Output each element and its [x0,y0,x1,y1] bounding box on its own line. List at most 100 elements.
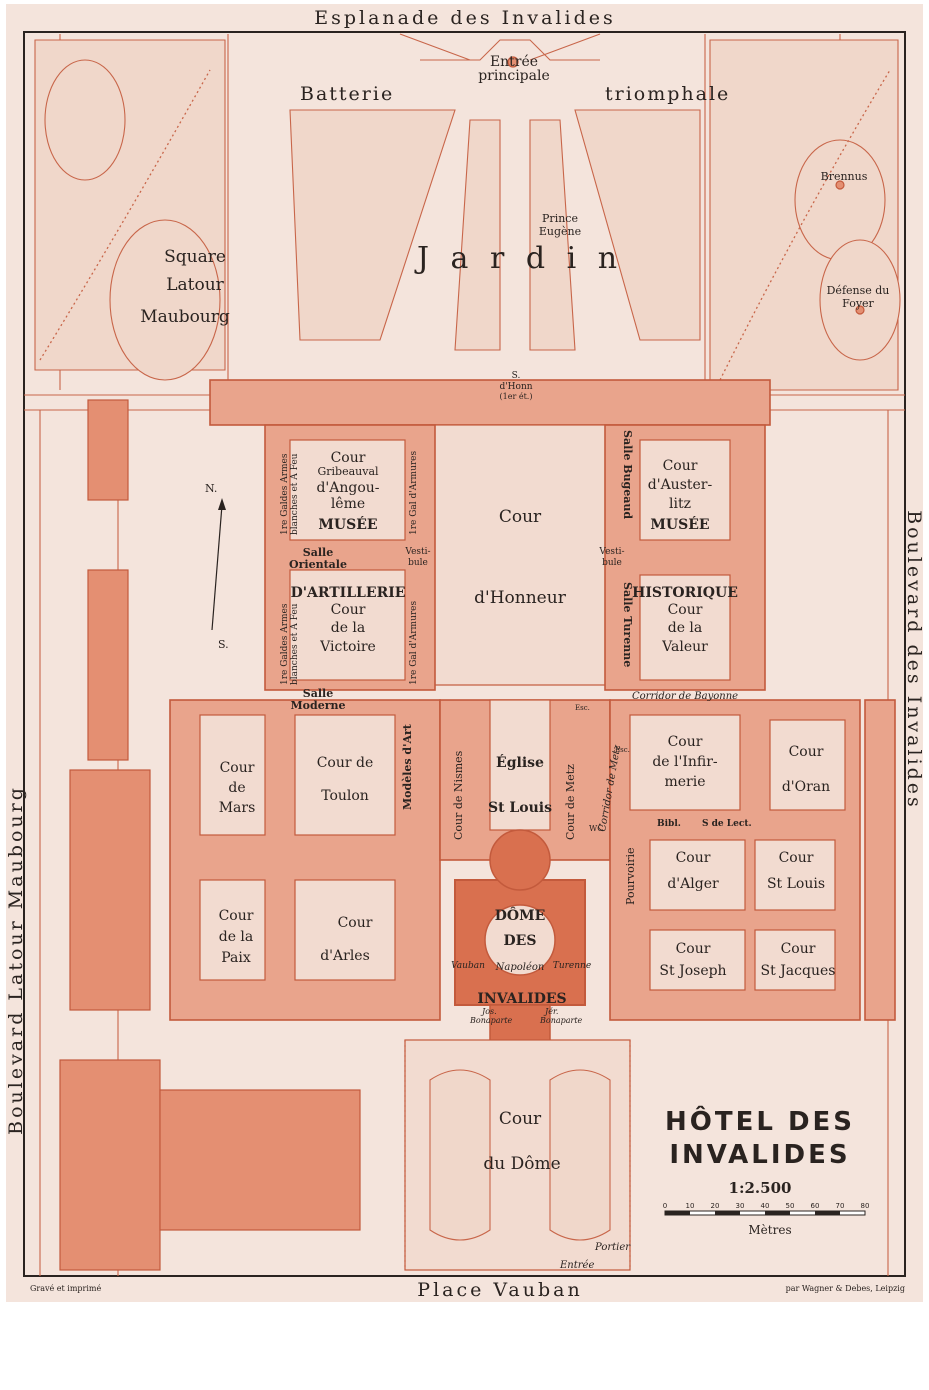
label-cour-victoire-3: Victoire [319,639,376,655]
label-salles-armes-3: 1re Galdes Armes [280,603,290,685]
map-frame [23,31,906,1277]
label-eglise-1: Église [496,753,544,771]
label-dome-3: INVALIDES [477,991,566,1007]
label-cour-infirmerie-3: merie [664,774,705,790]
compass-south: S. [218,638,229,651]
label-salles-armes-2: blanches et A Feu [290,453,300,535]
label-dome-2: DES [504,933,537,949]
label-bibl: Bibl. [657,819,681,829]
label-cour-alger-2: d'Alger [667,876,719,892]
label-cour-stlouis-2: St Louis [767,876,825,892]
label-wc: WC [589,824,603,833]
label-esc-2: Esc. [615,746,630,754]
label-cour-dome-2: du Dôme [483,1154,560,1174]
label-entree-1: Entrée [490,54,538,70]
label-vestibule-left-1: Vesti- [404,547,430,557]
label-cour-austerlitz-2: d'Auster- [648,477,713,493]
label-salle-moderne-2: Moderne [291,699,346,712]
label-cour-oran-2: d'Oran [782,779,830,795]
jardin-parterres [289,39,865,351]
label-cour-valeur-3: Valeur [661,639,708,655]
scale-ticks: 0 10 20 30 40 50 60 70 80 [663,1202,870,1210]
label-salle-lect: S de Lect. [702,819,752,829]
label-cour-austerlitz-3: litz [669,496,691,512]
label-defense-1: Défense du [827,284,890,297]
label-dome-1: DÔME [495,906,546,924]
label-batterie: Batterie [300,83,394,105]
scale-tick-3: 30 [736,1202,745,1210]
label-portier: Portier [594,1242,631,1253]
label-cour-valeur-1: Cour [668,602,703,618]
compass: N. S. [205,482,229,651]
label-jos-1: Jos. [480,1007,497,1016]
label-armures-1: 1re Gal d'Armures [409,450,419,535]
label-musee-left: MUSÉE [318,515,377,533]
label-cour-paix-3: Paix [221,950,251,966]
left-square-garden [34,39,226,381]
label-cour-toulon-2: Toulon [321,788,369,804]
label-cour-angouleme-3: d'Angou- [316,480,379,496]
scale-tick-0: 0 [663,1202,667,1210]
label-jardin: J a r d i n [414,241,623,276]
map-title-line2: INVALIDES [669,1140,850,1170]
label-cour-infirmerie-1: Cour [668,734,703,750]
street-left: Boulevard Latour Maubourg [5,785,27,1135]
label-jer-1: Jér. [543,1007,558,1016]
compass-north: N. [205,482,217,495]
label-jos-2: Bonaparte [469,1016,513,1025]
street-right: Boulevard des Invalides [903,510,925,810]
label-s-honn-1: S. [512,371,521,381]
scale-tick-5: 50 [786,1202,795,1210]
scale-tick-2: 20 [711,1202,720,1210]
label-cour-valeur-2: de la [668,620,703,636]
scale-tick-7: 70 [836,1202,845,1210]
label-esc-1: Esc. [575,704,590,712]
credit-left: Gravé et imprimé [30,1284,102,1293]
label-salles-armes-1: 1re Galdes Armes [280,453,290,535]
label-armures-2: 1re Gal d'Armures [409,600,419,685]
scale-tick-4: 40 [761,1202,770,1210]
label-defense-2: Foyer [842,297,874,310]
label-cour-angouleme-2: Gribeauval [317,465,379,478]
label-salles-armes-4: blanches et A Feu [290,603,300,685]
label-vestibule-right-2: bule [602,558,622,568]
label-triomphale: triomphale [605,83,730,105]
scale-bar [664,1210,866,1216]
label-cour-victoire-2: de la [331,620,366,636]
label-s-honn-2: d'Honn [499,382,532,392]
scale-tick-6: 60 [811,1202,820,1210]
label-cour-mars-2: de [228,780,245,796]
label-cour-paix-1: Cour [219,908,254,924]
label-square-3: Maubourg [140,307,230,327]
scale-unit: Mètres [748,1223,791,1237]
label-brennus: Brennus [821,170,868,183]
label-cour-infirmerie-2: de l'Infir- [652,754,718,770]
main-building [169,379,896,1021]
label-cour-mars-3: Mars [219,800,256,816]
label-modeles: Modèles d'Art [401,723,414,810]
label-cour-victoire-1: Cour [331,602,366,618]
label-vauban: Vauban [451,961,485,971]
label-historique: HISTORIQUE [632,585,738,601]
label-turenne: Turenne [553,961,591,971]
label-cour-stjacques-1: Cour [781,941,816,957]
dome-des-invalides [454,829,586,1046]
label-cour-dome-1: Cour [499,1109,542,1129]
label-eglise-2: St Louis [488,800,552,816]
label-artillerie: D'ARTILLERIE [291,585,406,601]
label-cour-austerlitz-1: Cour [663,458,698,474]
left-side-blocks [59,399,361,1271]
label-entree-2: principale [478,68,550,84]
label-cour-oran-1: Cour [789,744,824,760]
label-cour-arles-2: d'Arles [320,948,370,964]
label-square-1: Square [164,247,226,267]
credit-right: par Wagner & Debes, Leipzig [786,1284,905,1293]
right-square-garden [709,39,901,391]
label-square-2: Latour [166,275,224,295]
label-cour-angouleme-1: Cour [331,450,366,466]
label-salle-bugeaud: Salle Bugeaud [621,430,634,519]
label-prince-1: Prince [542,212,578,225]
scale-tick-8: 80 [861,1202,870,1210]
map-title-line1: HÔTEL DES [665,1105,855,1137]
